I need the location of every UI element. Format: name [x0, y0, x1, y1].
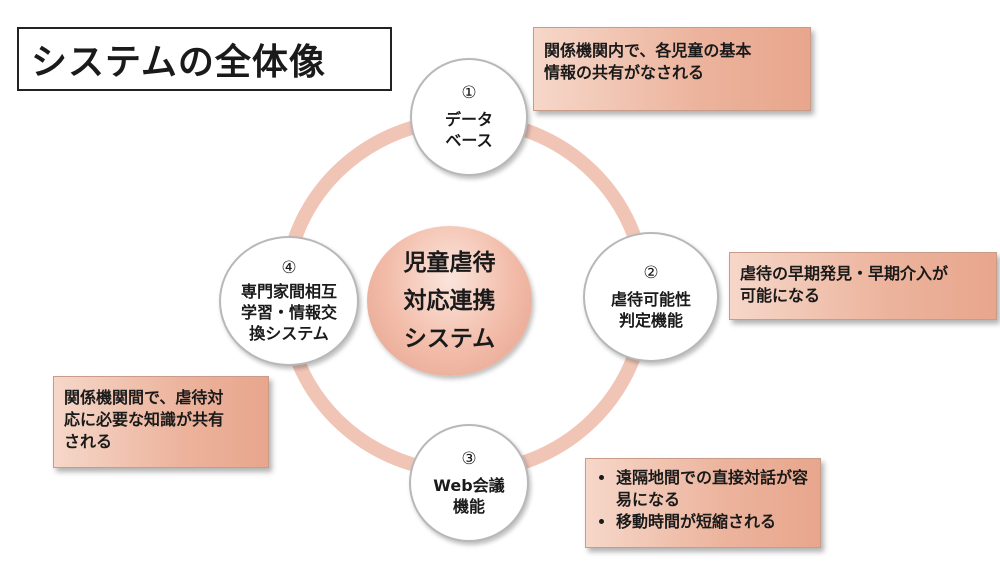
page-title: システムの全体像: [17, 27, 392, 91]
node-label-line: 判定機能: [618, 311, 683, 330]
note-abuse-judgment: 虐待の早期発見・早期介入が 可能になる: [729, 252, 997, 320]
note-line: される: [64, 432, 113, 451]
note-bullet-item: 遠隔地間での直接対話が容易になる: [616, 467, 810, 511]
note-web-meeting: 遠隔地間での直接対話が容易になる 移動時間が短縮される: [585, 458, 821, 548]
note-line: 可能になる: [740, 286, 821, 305]
note-line: 虐待の早期発見・早期介入が: [740, 264, 949, 283]
note-line: 応に必要な知識が共有: [64, 410, 225, 429]
note-line: 情報の共有がなされる: [544, 63, 705, 82]
node-label-line: 学習・情報交: [240, 303, 337, 322]
center-line-3: システム: [403, 326, 496, 352]
note-bullet-item: 移動時間が短縮される: [616, 511, 810, 533]
node-web-meeting: ③ Web会議 機能: [409, 424, 529, 542]
node-label-line: ベース: [445, 131, 493, 150]
node-label-line: 機能: [452, 497, 485, 516]
node-abuse-judgment: ② 虐待可能性 判定機能: [583, 232, 719, 362]
node-number: ④: [281, 258, 297, 278]
center-hub: 児童虐待 対応連携 システム: [367, 226, 532, 376]
note-bullet-list: 遠隔地間での直接対話が容易になる 移動時間が短縮される: [596, 467, 810, 533]
node-label-line: データ: [444, 110, 493, 129]
center-line-1: 児童虐待: [403, 250, 496, 276]
node-number: ②: [643, 263, 659, 283]
center-line-2: 対応連携: [403, 288, 496, 314]
node-number: ③: [461, 449, 477, 469]
node-label-line: 虐待可能性: [610, 290, 691, 309]
node-number: ①: [461, 83, 477, 103]
node-expert-exchange: ④ 専門家間相互 学習・情報交 換システム: [219, 236, 359, 366]
note-expert-exchange: 関係機関間で、虐待対 応に必要な知識が共有 される: [53, 376, 269, 468]
node-label-line: Web会議: [433, 476, 505, 495]
note-line: 関係機関内で、各児童の基本: [544, 41, 752, 60]
node-label-line: 換システム: [249, 324, 329, 343]
note-database: 関係機関内で、各児童の基本 情報の共有がなされる: [533, 27, 811, 111]
node-database: ① データ ベース: [410, 58, 528, 176]
note-line: 関係機関間で、虐待対: [64, 388, 224, 407]
node-label-line: 専門家間相互: [240, 282, 337, 301]
